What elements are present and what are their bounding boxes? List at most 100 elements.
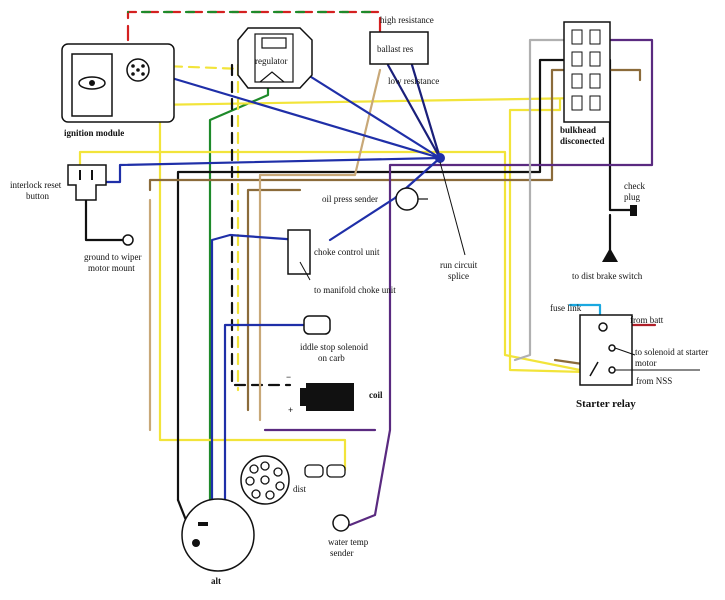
wire-blue-choke [328, 156, 442, 242]
bulkhead-slot [571, 51, 583, 67]
wires [78, 10, 657, 545]
connector-pin [141, 72, 145, 76]
wire-blue-ballast2 [386, 63, 442, 160]
check-plug-label-1: check [624, 181, 645, 191]
check-plug-label-2: plug [624, 192, 641, 202]
idle-solenoid-icon [303, 315, 331, 335]
coil-minus-label: − [286, 372, 291, 382]
oil-sender-icon [395, 187, 419, 211]
interlock-body [67, 164, 107, 201]
wire-purple-1 [348, 38, 654, 527]
interlock-label-1: interlock reset [10, 180, 62, 190]
ignition-module: ignition module [61, 43, 175, 138]
connector-pin [136, 68, 140, 72]
wire-gray [513, 38, 572, 362]
water-temp-label-2: sender [330, 548, 354, 558]
dist-connector-icon [326, 464, 346, 478]
alternator-body [181, 498, 255, 572]
bulkhead-slot [589, 95, 601, 111]
eye-pupil [89, 80, 95, 86]
relay-terminal-batt [598, 322, 608, 332]
dist-post [251, 489, 261, 499]
dist-post [260, 461, 270, 471]
regulator-label: regulator [255, 56, 287, 66]
coil-body [306, 383, 354, 411]
dist-post [245, 476, 255, 486]
oil-press-label: oil press sender [322, 194, 378, 204]
bulkhead-label-1: bulkhead [560, 125, 596, 135]
bulkhead-slot [589, 73, 601, 89]
wire-blue-module [136, 66, 442, 160]
bulkhead-label-2: disconected [560, 136, 605, 146]
ballast-res-label: ballast res [377, 44, 414, 54]
ballast-resistor: high resistance ballast res low resistan… [369, 15, 439, 86]
wire-blue-regulator [298, 68, 442, 160]
choke-control-unit: choke control unit to manifold choke uni… [287, 229, 396, 295]
bulkhead-connector: bulkhead disconected [560, 21, 611, 146]
run-circuit-label-1: run circuit [440, 260, 478, 270]
run-circuit-splice: run circuit splice [435, 153, 478, 281]
high-resistance-label: high resistance [380, 15, 434, 25]
bulkhead-slot [571, 95, 583, 111]
ignition-module-label: ignition module [64, 128, 124, 138]
water-temp-label-1: water temp [328, 537, 369, 547]
interlock-label-2: button [26, 191, 50, 201]
choke-body [287, 229, 311, 275]
run-circuit-label-2: splice [448, 271, 469, 281]
water-temp-icon [332, 514, 350, 532]
from-batt-label: from batt [630, 315, 664, 325]
connector-pin [141, 64, 145, 68]
check-plug: check plug to dist brake switch [572, 181, 645, 281]
fuse-link-label: fuse link [550, 303, 582, 313]
wire-blue-alt [210, 233, 302, 522]
idle-stop-label-2: on carb [318, 353, 345, 363]
dist-post [260, 475, 270, 485]
relay-lead-solenoid [614, 347, 636, 356]
choke-leader [299, 261, 311, 281]
regulator-mount-icon [259, 71, 285, 83]
dist-brake-label: to dist brake switch [572, 271, 643, 281]
relay-terminal-solenoid [608, 344, 616, 352]
idle-stop-label-1: iddle stop solenoid [300, 342, 368, 352]
regulator: regulator [237, 27, 313, 89]
relay-switch-icon [589, 361, 599, 377]
wire-yellow-relay [508, 98, 587, 374]
wire-blue-ballast [410, 63, 442, 160]
relay-terminal-nss [608, 366, 616, 374]
ballast-res-body [369, 31, 429, 65]
manifold-choke-label: to manifold choke unit [314, 285, 396, 295]
wire-blue-idle [223, 323, 307, 522]
brake-switch-icon [602, 248, 618, 262]
ground-wiper-label-2: motor mount [88, 263, 135, 273]
bulkhead-slot [589, 51, 601, 67]
connector-pin [131, 72, 135, 76]
coil-cap [300, 388, 308, 406]
starter-relay: fuse link from batt to solenoid at start… [550, 303, 708, 410]
water-temp-sender: water temp sender [328, 514, 369, 558]
dist-post [275, 481, 285, 491]
splice-dot [435, 153, 445, 163]
regulator-connector [261, 37, 287, 49]
wire-black-ground [84, 193, 127, 242]
wire-tan-1 [258, 68, 382, 422]
dist-post [265, 490, 275, 500]
ground-wiper: ground to wiper motor mount [84, 234, 142, 273]
splice-leader [439, 161, 466, 256]
dist-post [273, 467, 283, 477]
dist-connector-icon [304, 464, 324, 478]
bulkhead-slot [571, 29, 583, 45]
connector-pin [131, 64, 135, 68]
wire-black-long [176, 58, 572, 502]
wire-brown-1 [148, 68, 642, 192]
coil-label: coil [369, 390, 383, 400]
low-resistance-label: low resistance [388, 76, 439, 86]
distributor: dist [240, 455, 346, 505]
coil: − + coil [286, 372, 383, 415]
coil-plus-label: + [288, 405, 293, 415]
ground-terminal-icon [122, 234, 134, 246]
bulkhead-slot [589, 29, 601, 45]
wire-brown-2 [246, 188, 302, 412]
bulkhead-body [563, 21, 611, 123]
starter-relay-label: Starter relay [576, 398, 636, 410]
dist-label: dist [293, 484, 307, 494]
